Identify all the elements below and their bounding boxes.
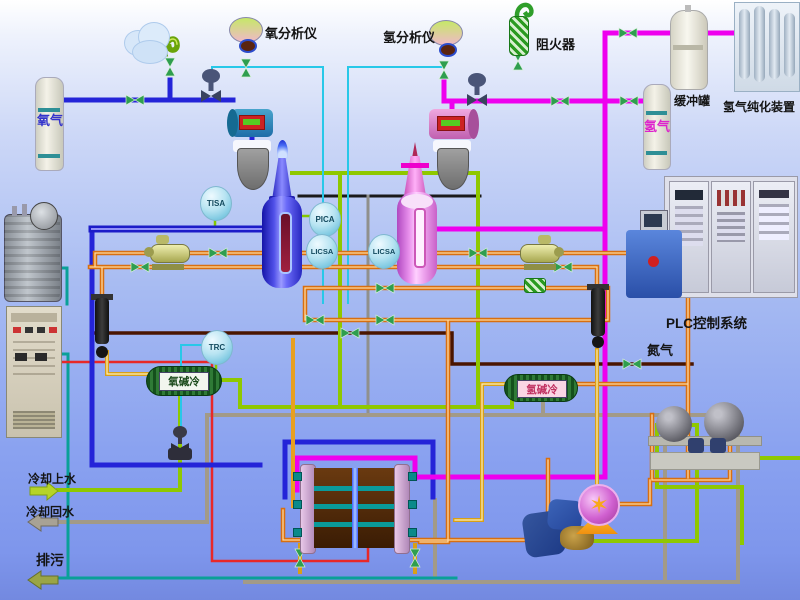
nitrogen-label: 氮气 <box>647 343 674 358</box>
level-glass <box>279 212 292 274</box>
oxygen-cylinder-label: 氧气 <box>37 113 64 128</box>
flowmeter-display <box>239 115 265 130</box>
hydrogen-cylinder-label: 氢气 <box>644 119 671 134</box>
valve-icon[interactable] <box>125 94 145 106</box>
dc-cable <box>56 360 370 563</box>
valve-icon[interactable] <box>164 57 176 77</box>
valve-icon[interactable] <box>409 548 421 568</box>
instrument-bubble-tisa[interactable]: TISA <box>200 186 232 221</box>
instrument-bubble-pica[interactable]: PICA <box>309 202 341 237</box>
seal-pot-dome <box>237 148 269 190</box>
valve-icon[interactable] <box>340 327 360 339</box>
valve-icon[interactable] <box>305 314 325 326</box>
hydrogen-separator-spike <box>411 142 419 159</box>
electrolyzer-stack[interactable] <box>293 460 418 560</box>
oxygen-analyzer-label: 氧分析仪 <box>265 26 318 41</box>
plc-console[interactable] <box>624 208 686 300</box>
oxygen-lye-cooler-label: 氧碱冷 <box>159 372 209 391</box>
oxygen-pipe <box>57 77 436 500</box>
oxygen-analyzer-device[interactable] <box>229 17 263 43</box>
oxygen-separator-column[interactable] <box>262 196 302 288</box>
buffer-tank[interactable] <box>670 5 708 90</box>
buffer-tank-label: 缓冲罐 <box>674 94 711 108</box>
hydrogen-filter[interactable] <box>586 284 610 352</box>
oxygen-separator-flame <box>277 140 288 162</box>
hydrogen-purifier[interactable] <box>734 2 800 92</box>
hydrogen-analyzer-lens <box>439 43 457 57</box>
lye-pump-unit[interactable] <box>646 402 764 476</box>
hydrogen-flowmeter[interactable] <box>429 109 479 139</box>
valve-icon[interactable] <box>618 27 638 39</box>
trc-valve-body[interactable] <box>168 448 192 460</box>
flame-arrester-device[interactable] <box>509 16 529 56</box>
return-arrow-icon <box>27 512 59 532</box>
centrifugal-fan[interactable]: ✶ <box>578 484 620 526</box>
valve-icon[interactable] <box>375 282 395 294</box>
valve-icon[interactable] <box>622 358 642 370</box>
level-glass <box>414 208 426 268</box>
valve-icon[interactable] <box>553 261 573 273</box>
hydrogen-cylinder[interactable] <box>643 84 671 170</box>
rectifier-cabinet[interactable] <box>6 306 62 438</box>
lye-gold-core <box>106 349 598 521</box>
oxygen-filter[interactable] <box>90 294 114 358</box>
nitrogen-pipe <box>93 331 694 366</box>
blowdown-label: 排污 <box>36 552 64 568</box>
seal-pot-dome <box>437 148 469 190</box>
control-valve-icon[interactable] <box>467 73 487 106</box>
valve-icon[interactable] <box>550 95 570 107</box>
cooling-supply-label: 冷却上水 <box>28 472 77 486</box>
oxygen-analyzer-lens <box>239 39 257 53</box>
oxygen-flowmeter[interactable] <box>227 109 273 137</box>
hydrogen-lye-cooler[interactable]: 氢碱冷 <box>504 374 578 402</box>
flame-arrester-label: 阻火器 <box>536 37 576 52</box>
cylinder-band <box>646 111 667 115</box>
cylinder-band <box>38 108 60 112</box>
cooling-return-pipe <box>56 395 740 584</box>
valve-icon[interactable] <box>208 247 228 259</box>
arrester-vent-icon <box>514 2 534 20</box>
oxygen-lye-pump[interactable] <box>144 235 194 274</box>
transformer[interactable] <box>2 202 64 304</box>
hydrogen-separator-column[interactable] <box>397 192 437 284</box>
oxygen-separator-chimney <box>272 158 292 200</box>
cylinder-band <box>646 151 667 155</box>
flowmeter-cap <box>468 109 479 139</box>
valve-icon[interactable] <box>130 261 150 273</box>
hydrogen-lye-pump[interactable] <box>514 235 564 274</box>
plc-system-label: PLC控制系统 <box>666 316 747 331</box>
hydrogen-purifier-label: 氢气纯化装置 <box>723 100 796 114</box>
control-valve-icon[interactable] <box>201 69 221 102</box>
cylinder-band <box>38 154 60 158</box>
valve-icon[interactable] <box>438 60 450 80</box>
blowdown-arrow-icon <box>27 570 59 590</box>
instrument-bubble-trc[interactable]: TRC <box>201 330 233 365</box>
oxygen-lye-cooler[interactable]: 氧碱冷 <box>146 366 222 396</box>
valve-icon[interactable] <box>240 58 252 78</box>
valve-icon[interactable] <box>619 95 639 107</box>
hydrogen-lye-cooler-label: 氢碱冷 <box>517 380 567 398</box>
valve-icon[interactable] <box>468 247 488 259</box>
hydrogen-separator-band <box>401 163 429 168</box>
vent-cloud-icon <box>132 40 168 64</box>
instrument-bubble-licsa-hydrogen[interactable]: LICSA <box>368 234 400 269</box>
valve-icon[interactable] <box>375 314 395 326</box>
oxygen-cylinder[interactable] <box>35 77 64 171</box>
hydrogen-analyzer-label: 氢分析仪 <box>383 30 436 45</box>
flowmeter-display <box>437 116 465 131</box>
supply-arrow-icon <box>29 480 59 502</box>
hydrogen-analyzer-device[interactable] <box>429 20 463 46</box>
cooling-return-label: 冷却回水 <box>26 505 75 519</box>
flowmeter-cap <box>227 109 238 137</box>
inline-arrester-icon <box>524 278 546 293</box>
column-cap <box>401 194 433 209</box>
instrument-bubble-licsa-oxygen[interactable]: LICSA <box>306 234 338 269</box>
